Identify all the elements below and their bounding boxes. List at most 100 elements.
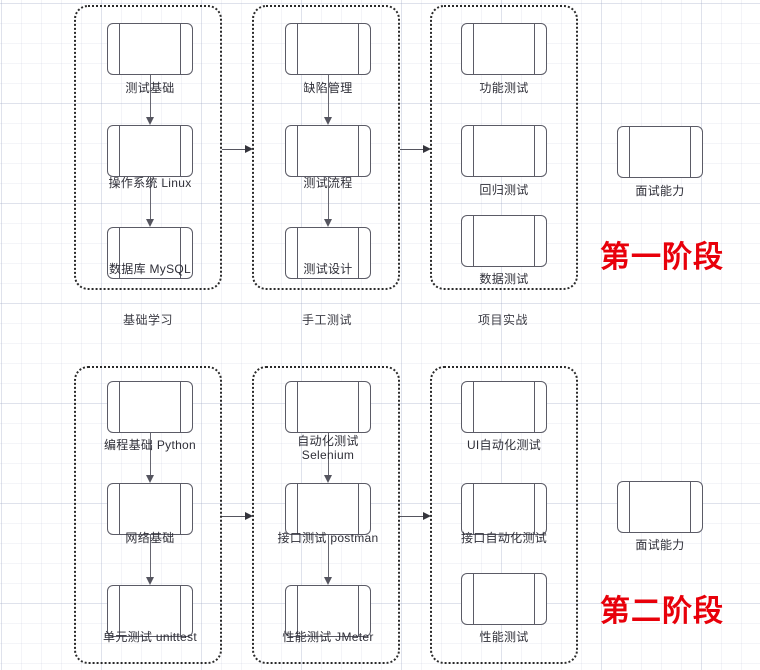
node-label-stage1-outcome: 面试能力 — [635, 184, 685, 198]
node-left-bar — [297, 484, 298, 534]
node-left-bar — [473, 24, 474, 74]
node-stage2-c1-r2[interactable] — [107, 483, 193, 535]
node-stage2-c3-r2[interactable] — [461, 483, 547, 535]
node-right-bar — [690, 482, 691, 532]
connector-arrowhead — [145, 219, 154, 227]
stage-caption-2: 第二阶段 — [600, 595, 724, 628]
node-right-bar — [180, 228, 181, 278]
node-label-stage1-c1-r3: 数据库 MySQL — [108, 262, 192, 276]
node-right-bar — [358, 228, 359, 278]
node-stage1-c1-r2[interactable] — [107, 125, 193, 177]
node-right-bar — [180, 126, 181, 176]
connector-arrowhead — [245, 511, 253, 520]
node-left-bar — [629, 482, 630, 532]
node-right-bar — [358, 586, 359, 636]
connector-arrowhead — [423, 144, 431, 153]
node-right-bar — [534, 126, 535, 176]
node-label-stage2-c3-r3: 性能测试 — [479, 630, 529, 644]
node-left-bar — [119, 484, 120, 534]
connector-s1-c1-c2 — [222, 149, 246, 150]
group-label-stage1-col2: 手工测试 — [301, 313, 352, 327]
node-left-bar — [473, 126, 474, 176]
node-label-stage1-c2-r3: 测试设计 — [303, 262, 353, 276]
node-stage2-c3-r1[interactable] — [461, 381, 547, 433]
connector-arrowhead — [323, 475, 332, 483]
connector-s2c2-r2-r3 — [328, 535, 329, 579]
node-label-stage2-c2-r1: 自动化测试 Selenium — [297, 434, 359, 462]
node-label-stage2-c3-r2: 接口自动化测试 — [460, 531, 548, 545]
connector-arrowhead — [323, 577, 332, 585]
connector-s1c1-r2-r3 — [150, 177, 151, 221]
node-stage2-outcome[interactable] — [617, 481, 703, 533]
group-stage1-col2[interactable] — [252, 5, 400, 290]
node-left-bar — [297, 126, 298, 176]
node-right-bar — [358, 484, 359, 534]
group-stage2-col3[interactable] — [430, 366, 578, 664]
node-label-stage2-c2-r2: 接口测试 postman — [277, 531, 379, 545]
connector-s1c2-r1-r2 — [328, 75, 329, 119]
node-left-bar — [473, 216, 474, 266]
node-label-stage1-c2-r2: 测试流程 — [303, 176, 353, 190]
group-label-stage1-col1: 基础学习 — [122, 313, 173, 327]
connector-arrowhead — [145, 475, 154, 483]
node-label-stage1-c1-r1: 测试基础 — [125, 81, 175, 95]
group-stage2-col2[interactable] — [252, 366, 400, 664]
node-right-bar — [690, 127, 691, 177]
node-label-stage2-c2-r3: 性能测试 JMeter — [282, 630, 374, 644]
node-label-stage1-c3-r2: 回归测试 — [479, 183, 529, 197]
node-left-bar — [473, 484, 474, 534]
node-stage2-c2-r3[interactable] — [285, 585, 371, 637]
node-stage2-c2-r1[interactable] — [285, 381, 371, 433]
connector-s2c2-r1-r2 — [328, 433, 329, 477]
node-stage1-c3-r3[interactable] — [461, 215, 547, 267]
node-stage1-outcome[interactable] — [617, 126, 703, 178]
node-stage2-c1-r1[interactable] — [107, 381, 193, 433]
node-left-bar — [473, 382, 474, 432]
node-stage2-c2-r2[interactable] — [285, 483, 371, 535]
node-stage2-c3-r3[interactable] — [461, 573, 547, 625]
connector-arrowhead — [423, 511, 431, 520]
node-stage2-c1-r3[interactable] — [107, 585, 193, 637]
connector-s1c1-r1-r2 — [150, 75, 151, 119]
node-label-stage1-c2-r1: 缺陷管理 — [303, 81, 353, 95]
connector-s1c2-r2-r3 — [328, 177, 329, 221]
node-stage1-c2-r3[interactable] — [285, 227, 371, 279]
connector-arrowhead — [145, 577, 154, 585]
node-stage1-c1-r3[interactable] — [107, 227, 193, 279]
node-left-bar — [119, 228, 120, 278]
node-right-bar — [358, 382, 359, 432]
node-left-bar — [119, 126, 120, 176]
connector-arrowhead — [323, 117, 332, 125]
node-label-stage2-c1-r1: 编程基础 Python — [104, 438, 196, 452]
group-stage2-col1[interactable] — [74, 366, 222, 664]
node-left-bar — [119, 382, 120, 432]
node-stage1-c2-r1[interactable] — [285, 23, 371, 75]
node-right-bar — [180, 382, 181, 432]
node-stage1-c3-r1[interactable] — [461, 23, 547, 75]
node-left-bar — [119, 586, 120, 636]
node-left-bar — [119, 24, 120, 74]
group-stage1-col3[interactable] — [430, 5, 578, 290]
node-left-bar — [473, 574, 474, 624]
node-right-bar — [534, 382, 535, 432]
node-right-bar — [358, 126, 359, 176]
node-right-bar — [534, 24, 535, 74]
node-right-bar — [180, 484, 181, 534]
node-stage1-c2-r2[interactable] — [285, 125, 371, 177]
connector-s2c1-r2-r3 — [150, 535, 151, 579]
node-left-bar — [297, 24, 298, 74]
connector-arrowhead — [245, 144, 253, 153]
connector-arrowhead — [145, 117, 154, 125]
group-label-stage1-col3: 项目实战 — [477, 313, 528, 327]
node-label-stage2-outcome: 面试能力 — [635, 538, 685, 552]
group-stage1-col1[interactable] — [74, 5, 222, 290]
node-right-bar — [180, 24, 181, 74]
node-label-stage1-c1-r2: 操作系统 Linux — [108, 176, 192, 190]
node-stage1-c1-r1[interactable] — [107, 23, 193, 75]
connector-s2-c1-c2 — [222, 516, 246, 517]
node-label-stage2-c1-r2: 网络基础 — [125, 531, 175, 545]
connector-s2c1-r1-r2 — [150, 433, 151, 477]
node-left-bar — [297, 228, 298, 278]
connector-s1-c2-c3 — [400, 149, 424, 150]
node-stage1-c3-r2[interactable] — [461, 125, 547, 177]
